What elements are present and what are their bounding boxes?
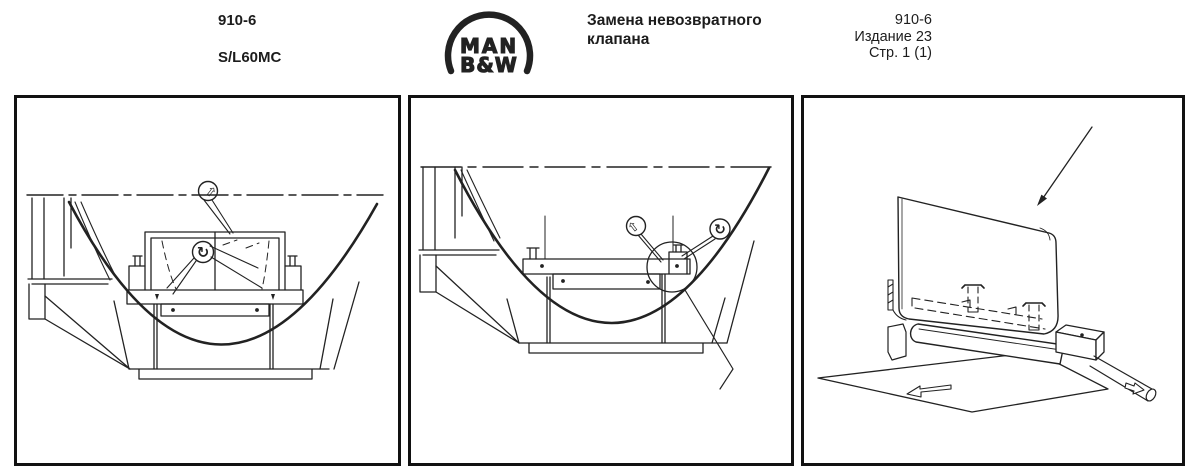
receiver-outline	[26, 194, 384, 380]
shaft	[1089, 355, 1157, 402]
valve-box	[126, 231, 304, 317]
logo-text-man: MAN	[460, 34, 518, 58]
slide-direction-arrow	[906, 384, 952, 398]
figure-valve-installed: ⇧ ↻	[14, 95, 401, 466]
engine-model: S/L60MC	[218, 49, 282, 66]
clamp-bolt-1	[961, 284, 985, 313]
detail-callout	[646, 241, 734, 390]
clamping-bar	[909, 323, 1065, 365]
figure-flap-unit	[801, 95, 1185, 466]
edition: Издание 23	[854, 28, 932, 45]
right-block	[1055, 324, 1105, 361]
clamp-bolt-2	[1022, 302, 1046, 331]
page-title: Замена невозвратного клапана	[587, 12, 762, 48]
hidden-clamp-bar	[911, 297, 1046, 330]
leader-line	[684, 289, 734, 390]
callout-remove: ⇧	[197, 180, 234, 235]
figure-valve-removed: ⇧ ↻	[408, 95, 794, 466]
left-block	[887, 323, 907, 361]
callout-turn: ↻	[166, 240, 263, 295]
bottom-sheet	[817, 351, 1109, 413]
turn-tool-icon: ↻	[197, 244, 210, 262]
logo-text-bw: B&W	[460, 53, 518, 77]
man-bw-logo: MAN B&W	[437, 11, 541, 79]
detail-circle	[646, 241, 698, 293]
doc-number: 910-6	[218, 12, 257, 29]
logo-arc	[444, 11, 534, 75]
callout-turn: ↻	[681, 218, 731, 260]
receiver-outline	[418, 166, 778, 354]
turn-tool-icon: ↻	[714, 222, 726, 238]
page-reference-block: 910-6 Издание 23 Стр. 1 (1)	[798, 12, 932, 62]
pointer-arrow	[1037, 126, 1093, 206]
flap-plate	[897, 196, 1059, 335]
shaft-arrow-icon	[1124, 382, 1145, 395]
locating-pin	[887, 279, 907, 321]
page-ref: Стр. 1 (1)	[868, 45, 932, 61]
ref-number: 910-6	[894, 12, 932, 28]
callout-remove: ⇧	[625, 215, 664, 263]
